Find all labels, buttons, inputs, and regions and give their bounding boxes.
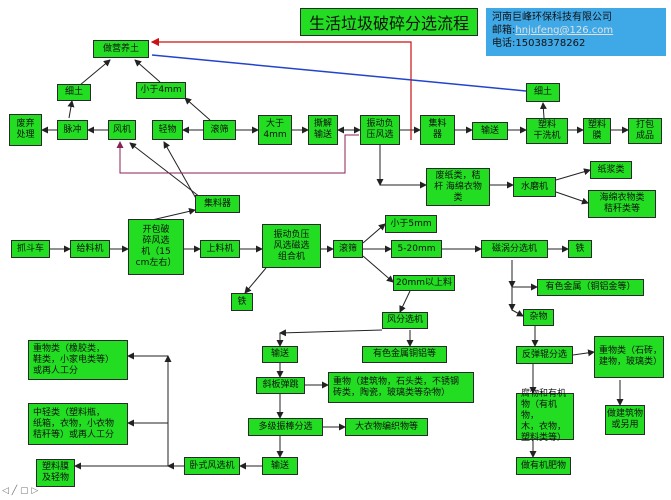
node-heavy-left: 重物类（橡胶类， 鞋类，小家电类等） 或再人工分 <box>28 340 128 380</box>
company-phone-row: 电话:15038378262 <box>492 37 660 50</box>
phone-label: 电话: <box>492 38 516 49</box>
node-magnetic-sort: 磁涡分选机 <box>481 240 548 258</box>
node-bag-breaker: 开包破 碎风选 机（15 cm左右） <box>128 219 184 275</box>
node-heavy-mid: 重物（建筑物，石头类，不锈钢 砖类，陶瓷，玻璃类等杂物） <box>328 372 474 403</box>
node-over-20mm: 20mm以上料 <box>393 275 455 291</box>
node-organic-fert: 做有机肥物 <box>516 457 571 475</box>
node-nonferrous-right: 有色金属（铜铝金等） <box>537 279 644 296</box>
node-pulp: 纸浆类 <box>590 161 632 179</box>
node-fine-soil-left: 细土 <box>57 84 91 101</box>
node-under-5mm: 小于5mm <box>385 215 437 233</box>
node-sponge-straw: 海绵衣物类 秸秆类等 <box>588 190 656 218</box>
node-hydro-pulper: 水磨机 <box>513 177 556 197</box>
node-pulse: 脉冲 <box>57 120 88 140</box>
slide-nav-icons[interactable]: ◁ ╱ ▢ ▷ <box>2 486 39 496</box>
node-compost: 做营养土 <box>93 40 149 58</box>
node-shred-convey: 撕解 输送 <box>308 115 338 145</box>
node-waste-disposal: 废弃 处理 <box>9 114 42 146</box>
node-paper-cloth: 废纸类，秸 杆 海绵衣物 类 <box>426 168 490 206</box>
node-medium-light: 中轻类（塑料瓶， 纸箱，衣物，小衣物 秸秆等）或再人工分 <box>28 403 128 445</box>
node-inclined-screen: 斜板弹跳 <box>256 377 305 394</box>
node-wind-sort: 风分选机 <box>382 312 428 329</box>
node-film-light: 塑料膜 及轻物 <box>36 459 75 487</box>
node-convey-b: 输送 <box>262 457 298 475</box>
company-email-row: 邮箱:hnjufeng@126.com <box>492 24 660 37</box>
node-convey-a: 输送 <box>262 346 298 363</box>
node-horizontal-wind: 卧式风选机 <box>184 457 240 475</box>
node-iron-right: 铁 <box>568 240 592 258</box>
node-convey-top: 输送 <box>472 122 508 140</box>
email-label: 邮箱: <box>492 25 516 36</box>
node-nonferrous-mid: 有色金属铜铝等 <box>362 346 447 363</box>
node-light-matter: 轻物 <box>152 120 183 140</box>
company-name: 河南巨峰环保科技有限公司 <box>492 12 612 23</box>
node-collector-top: 集料 器 <box>420 115 455 145</box>
node-organics: 腐物和有机 物（有机物， 木，衣物， 塑料类等） <box>516 389 574 443</box>
node-plastic-film: 塑料 膜 <box>583 118 611 144</box>
node-range-5-20: 5-20mm <box>391 240 442 258</box>
page-title: 生活垃圾破碎分选流程 <box>300 8 478 36</box>
node-over-4mm: 大于 4mm <box>258 115 292 145</box>
node-fan: 风机 <box>108 120 136 140</box>
node-bale-product: 打包 成品 <box>628 118 662 144</box>
node-feeder: 给料机 <box>70 240 110 258</box>
node-vib-neg-pressure: 振动负 压风选 <box>360 115 400 145</box>
node-iron-left: 铁 <box>231 293 253 311</box>
company-info: 河南巨峰环保科技有限公司 邮箱:hnjufeng@126.com 电话:1503… <box>486 8 666 56</box>
node-impurities: 杂物 <box>523 309 554 326</box>
phone-number: 15038378262 <box>515 38 586 49</box>
node-drum-mid: 滚筛 <box>333 240 363 258</box>
node-grab: 抓斗车 <box>11 240 50 258</box>
node-heavy-right: 重物类（石砖， 建物，玻璃类） <box>594 336 664 378</box>
node-building-mat: 做建筑物 或另用 <box>605 405 645 435</box>
node-plastic-dryer: 塑料 干洗机 <box>526 118 568 144</box>
node-vib-combo: 振动负压 风选磁选 组合机 <box>262 224 321 268</box>
node-multi-rod: 多级振棒分选 <box>248 418 323 436</box>
node-drum-top: 滚筛 <box>203 120 236 140</box>
email-link[interactable]: hnjufeng@126.com <box>515 25 614 36</box>
node-big-cloth: 大衣物编织物等 <box>345 418 428 436</box>
node-fine-soil-right: 细土 <box>526 83 560 102</box>
node-collector-mid: 集料器 <box>195 195 240 213</box>
node-reverse-spring: 反弹辊分选 <box>516 346 573 364</box>
node-under-4mm: 小于4mm <box>136 82 186 99</box>
node-loader: 上料机 <box>200 240 240 258</box>
